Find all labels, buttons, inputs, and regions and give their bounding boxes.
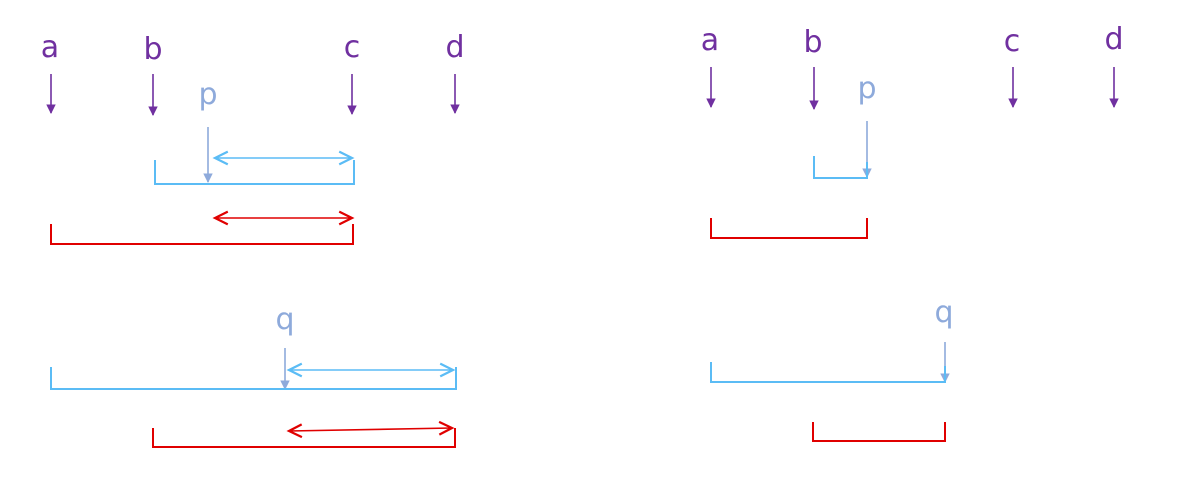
right-diagram: a b c d p q [701,22,1124,442]
label-p-left: p [198,77,217,112]
blue-bracket-top-left [154,160,355,185]
label-b-right: b [803,25,822,60]
red-bracket-top-left [50,224,354,245]
blue-bracket-top-right [813,156,868,179]
label-q-left: q [275,302,294,337]
label-c-right: c [1004,24,1021,59]
red-bracket-top-right [710,218,868,239]
left-diagram: a b c d p q [41,30,465,448]
label-q-right: q [934,295,953,330]
label-d-right: d [1104,22,1123,57]
red-bracket-bottom-left [152,428,456,448]
blue-bracket-bottom-left [50,367,457,390]
label-a-left: a [41,30,59,65]
blue-bracket-bottom-right [710,362,946,383]
label-p-right: p [857,71,876,106]
red-bracket-bottom-right [812,422,946,442]
label-a-right: a [701,23,719,58]
label-c-left: c [344,30,361,65]
label-b-left: b [143,32,162,67]
label-d-left: d [445,30,464,65]
red-double-arrow-bottom-left [286,420,455,439]
